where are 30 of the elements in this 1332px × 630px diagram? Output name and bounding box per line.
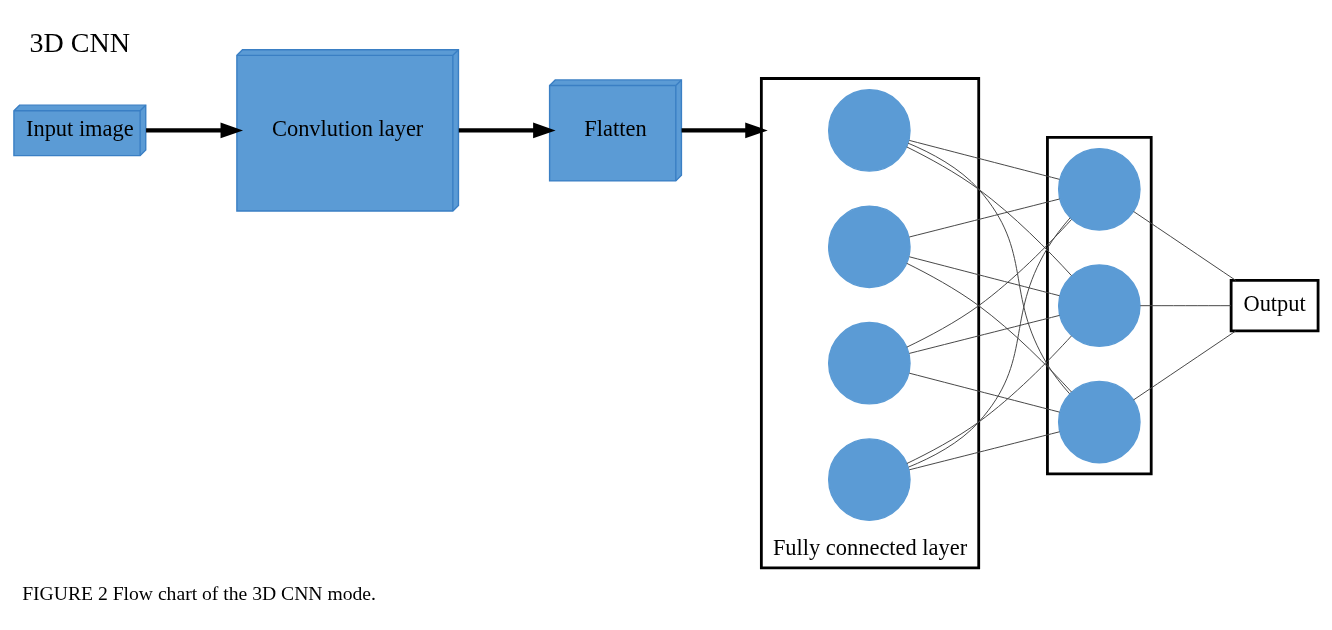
caption: FIGURE 2 Flow chart of the 3D CNN mode.: [22, 582, 376, 604]
arrow: [681, 122, 768, 138]
arrow: [146, 122, 244, 138]
node-circle: [827, 204, 911, 288]
connector: [908, 372, 1061, 413]
node-circle: [827, 88, 911, 172]
cluster: [1046, 135, 1153, 475]
connector: [908, 255, 1061, 296]
connector: [1139, 304, 1232, 306]
connector: [907, 142, 1071, 394]
connector: [908, 198, 1061, 237]
cluster: Fully connected layer: [759, 76, 981, 569]
node-box: Output: [1229, 278, 1320, 332]
node-circle: [1057, 380, 1141, 463]
arrow: [458, 122, 556, 138]
node-circle: [1057, 263, 1141, 347]
connector: [908, 314, 1061, 354]
connector: [906, 145, 1072, 276]
connector: [908, 216, 1071, 468]
connector: [906, 218, 1073, 348]
node-circle: [1057, 147, 1141, 231]
node-circle: [827, 321, 911, 405]
connector: [908, 430, 1061, 470]
label: 3D CNN: [29, 26, 131, 58]
connector: [908, 139, 1061, 180]
connector: [906, 334, 1073, 464]
connector: [906, 262, 1072, 392]
connector: [1133, 330, 1237, 400]
node-circle: [827, 437, 911, 521]
connector: [1133, 210, 1237, 281]
